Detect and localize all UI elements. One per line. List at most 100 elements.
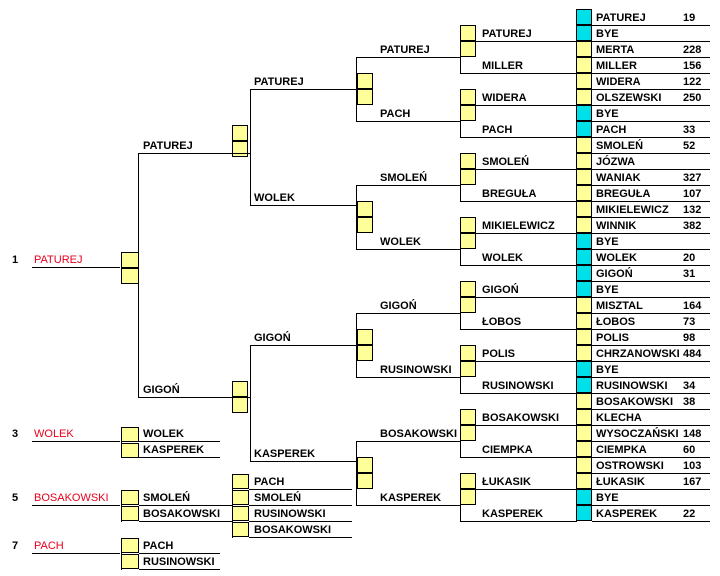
seed-box: [576, 217, 592, 233]
player-name: MIKIELEWICZ: [482, 220, 555, 232]
round2-line: [460, 457, 576, 458]
player-name: WOLEK: [143, 428, 184, 440]
bracket-connector: [121, 490, 122, 522]
player-name: PATUREJ: [596, 12, 646, 24]
place-winner: WOLEK: [34, 428, 74, 440]
seed-box: [576, 505, 592, 521]
seed-box: [357, 473, 373, 489]
player-score: 484: [683, 348, 702, 360]
round3-line: [356, 185, 460, 186]
seed-box: [576, 473, 592, 489]
player-score: 148: [683, 428, 702, 440]
player-name: MIKIELEWICZ: [596, 204, 669, 216]
player-name: BYE: [596, 364, 619, 376]
place-line: [32, 441, 120, 442]
player-name: POLIS: [482, 348, 516, 360]
player-name: BOSAKOWSKI: [254, 524, 331, 536]
player-name: WYSOCZAŃSKI: [596, 428, 679, 440]
player-name: SMOLEŃ: [482, 156, 530, 168]
seed-box: [121, 268, 139, 284]
seed-box: [576, 281, 592, 297]
player-name: GIGOŃ: [482, 284, 519, 296]
entry-line: [592, 57, 710, 58]
round2-line: [460, 521, 576, 522]
player-name: ŁUKASIK: [596, 476, 645, 488]
bracket-connector: [460, 25, 461, 74]
entry-line: [592, 313, 710, 314]
player-name: PACH: [143, 540, 174, 552]
player-name: BREGUŁA: [482, 188, 537, 200]
seed-box: [232, 397, 248, 413]
player-score: 31: [683, 268, 696, 280]
player-name: JÓZWA: [596, 156, 636, 168]
player-name: SMOLEŃ: [596, 140, 644, 152]
round5-line: [138, 397, 250, 398]
seed-box: [576, 249, 592, 265]
seed-box: [576, 153, 592, 169]
entry-line: [592, 473, 710, 474]
place-line: [32, 553, 120, 554]
player-name: ŁOBOS: [596, 316, 636, 328]
bracket-connector: [121, 538, 122, 570]
round2-line: [460, 393, 576, 394]
round2-line: [460, 425, 576, 426]
player-score: 34: [683, 380, 696, 392]
round4-line: [250, 89, 356, 90]
player-score: 60: [683, 444, 696, 456]
entry-line: [592, 377, 710, 378]
seed-box: [576, 361, 592, 377]
round2-line: [460, 297, 576, 298]
seed-box: [576, 409, 592, 425]
player-name: BYE: [596, 108, 619, 120]
player-score: 52: [683, 140, 696, 152]
bracket-connector: [460, 217, 461, 266]
player-name: SMOLEŃ: [254, 492, 302, 504]
player-name: MILLER: [482, 60, 523, 72]
player-name: PATUREJ: [254, 76, 304, 88]
seed-box: [460, 25, 476, 41]
player-name: PATUREJ: [380, 44, 430, 56]
round2-line: [460, 489, 576, 490]
round2-line: [460, 105, 576, 106]
entry-line: [592, 73, 710, 74]
player-name: BYE: [596, 28, 619, 40]
seed-box: [121, 490, 139, 505]
round4-line: [250, 205, 356, 206]
seed-box: [460, 297, 476, 313]
place-rank: 3: [12, 428, 19, 440]
entry-line: [592, 361, 710, 362]
round2-line: [460, 265, 576, 266]
entry-line: [592, 425, 710, 426]
player-name: BOSAKOWSKI: [482, 412, 559, 424]
player-score: 156: [683, 60, 702, 72]
seed-box: [576, 441, 592, 457]
fifth-semis-line: [249, 521, 352, 522]
bracket-connector: [460, 345, 461, 394]
player-name: GIGOŃ: [143, 384, 180, 396]
player-name: WOLEK: [380, 236, 421, 248]
seed-box: [460, 233, 476, 249]
seed-box: [357, 329, 373, 345]
player-name: GIGOŃ: [254, 332, 291, 344]
player-name: MISZTAL: [596, 300, 643, 312]
round3-line: [356, 57, 460, 58]
entry-line: [592, 25, 710, 26]
place-line: [32, 267, 120, 268]
seed-box: [460, 425, 476, 441]
entry-line: [592, 409, 710, 410]
player-score: 33: [683, 124, 696, 136]
place-line: [32, 505, 120, 506]
player-score: 19: [683, 12, 696, 24]
round2-line: [460, 73, 576, 74]
entry-line: [592, 521, 710, 522]
seed-box: [460, 473, 476, 489]
bracket-connector: [460, 473, 461, 522]
entry-line: [592, 297, 710, 298]
player-score: 122: [683, 76, 702, 88]
player-score: 22: [683, 508, 696, 520]
player-name: RUSINOWSKI: [482, 380, 554, 392]
seed-box: [576, 89, 592, 105]
seed-box: [460, 361, 476, 377]
round2-line: [460, 41, 576, 42]
entry-line: [592, 345, 710, 346]
